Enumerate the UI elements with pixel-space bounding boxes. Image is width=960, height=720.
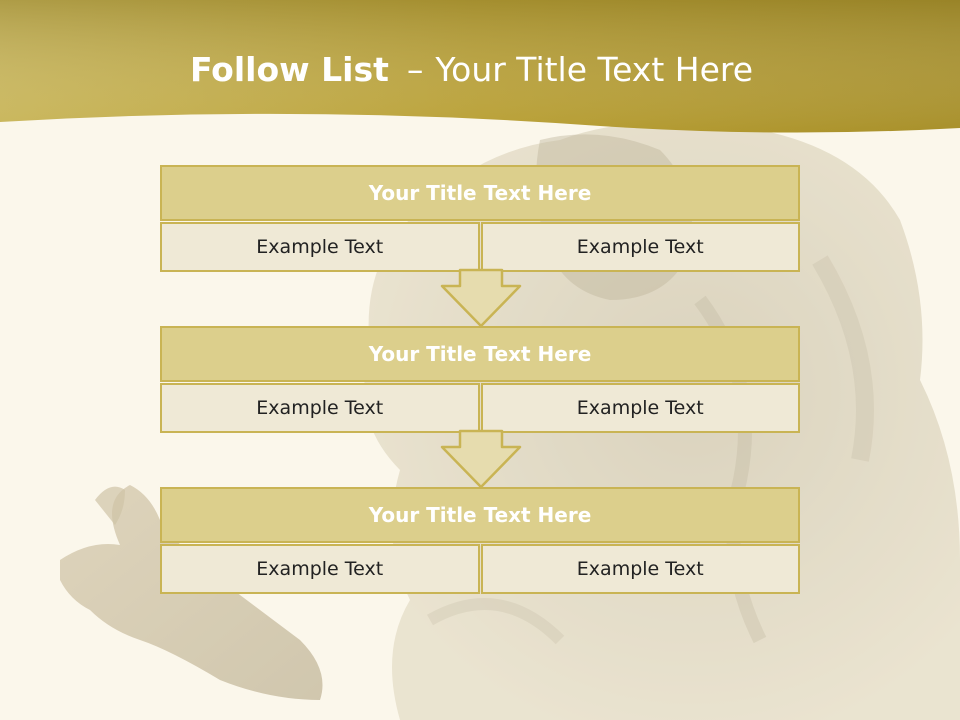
block-cell-left: Example Text bbox=[160, 544, 480, 594]
block-cell-right: Example Text bbox=[480, 544, 800, 594]
block-title: Your Title Text Here bbox=[160, 326, 800, 382]
down-arrow-icon bbox=[440, 429, 522, 489]
block-row: Example Text Example Text bbox=[160, 222, 800, 272]
slide-title: Follow List–Your Title Text Here bbox=[0, 50, 943, 89]
title-rest-text: Your Title Text Here bbox=[435, 50, 754, 89]
block-title: Your Title Text Here bbox=[160, 487, 800, 543]
list-block-1: Your Title Text Here Example Text Exampl… bbox=[160, 165, 800, 272]
block-cell-left: Example Text bbox=[160, 222, 480, 272]
list-block-3: Your Title Text Here Example Text Exampl… bbox=[160, 487, 800, 594]
block-cell-left: Example Text bbox=[160, 383, 480, 433]
block-title: Your Title Text Here bbox=[160, 165, 800, 221]
list-block-2: Your Title Text Here Example Text Exampl… bbox=[160, 326, 800, 433]
block-row: Example Text Example Text bbox=[160, 383, 800, 433]
down-arrow-icon bbox=[440, 268, 522, 328]
block-cell-right: Example Text bbox=[480, 222, 800, 272]
block-row: Example Text Example Text bbox=[160, 544, 800, 594]
title-separator: – bbox=[406, 50, 424, 89]
block-cell-right: Example Text bbox=[480, 383, 800, 433]
header-band bbox=[0, 0, 960, 133]
title-bold-text: Follow List bbox=[189, 50, 389, 89]
